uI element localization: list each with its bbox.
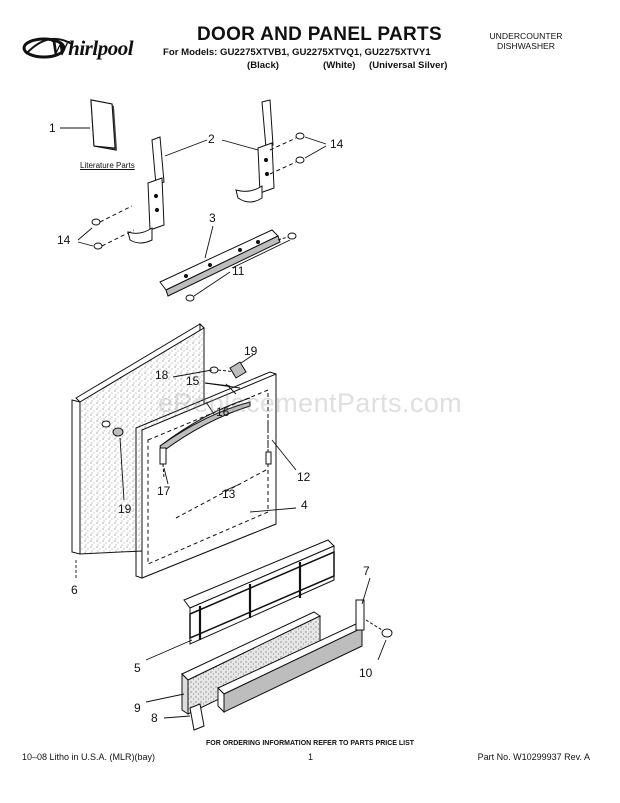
page-title: DOOR AND PANEL PARTS bbox=[197, 24, 442, 45]
toe-panel-screw bbox=[365, 619, 393, 638]
category-line-1: UNDERCOUNTER bbox=[489, 31, 563, 41]
toe-panel-clip bbox=[189, 703, 205, 731]
bezel-clip bbox=[159, 447, 167, 479]
door-handle bbox=[159, 397, 251, 453]
ordering-note: FOR ORDERING INFORMATION REFER TO PARTS … bbox=[205, 740, 415, 747]
part-number: Part No. W10299937 Rev. A bbox=[477, 752, 590, 762]
toe-panel-bracket bbox=[183, 539, 335, 645]
color-white: (White) bbox=[323, 60, 356, 71]
right-side-bracket bbox=[235, 99, 275, 203]
callout-19-left: 19 bbox=[118, 502, 132, 516]
callout-10: 10 bbox=[359, 666, 373, 680]
callout-12: 12 bbox=[297, 470, 311, 484]
callout-4: 4 bbox=[301, 498, 308, 512]
color-black: (Black) bbox=[247, 60, 279, 71]
inner-door-frame bbox=[135, 371, 277, 579]
callout-3: 3 bbox=[209, 211, 216, 225]
callout-17: 17 bbox=[157, 484, 171, 498]
hinge-rail bbox=[159, 229, 281, 297]
watermark: eReplacementParts.com bbox=[158, 388, 463, 418]
callout-5: 5 bbox=[134, 661, 141, 675]
lower-toe-panel bbox=[217, 599, 365, 714]
door-fasteners bbox=[175, 420, 272, 519]
callout-2: 2 bbox=[208, 132, 215, 146]
callout-15: 15 bbox=[186, 374, 200, 388]
litho-info: 10–08 Litho in U.S.A. (MLR)(bay) bbox=[22, 752, 156, 762]
product-category: UNDERCOUNTER DISHWASHER bbox=[466, 31, 586, 51]
callout-16: 16 bbox=[216, 405, 230, 419]
callout-13: 13 bbox=[222, 487, 236, 501]
color-silver: (Universal Silver) bbox=[369, 60, 448, 71]
callout-14-left: 14 bbox=[57, 233, 71, 247]
callout-11: 11 bbox=[232, 264, 245, 278]
callout-8: 8 bbox=[151, 711, 158, 725]
literature-booklet bbox=[90, 99, 117, 151]
callout-18: 18 bbox=[155, 368, 169, 382]
callout-9: 9 bbox=[134, 701, 141, 715]
left-side-bracket bbox=[127, 136, 165, 244]
callout-14-right: 14 bbox=[330, 137, 344, 151]
screw-set-right bbox=[269, 132, 305, 175]
rail-screws bbox=[185, 232, 297, 302]
brand-name: Whirlpool bbox=[50, 36, 134, 60]
screw-set-left bbox=[91, 205, 135, 250]
callout-7: 7 bbox=[363, 564, 370, 578]
handle-screws bbox=[101, 361, 247, 437]
callout-1: 1 bbox=[49, 121, 56, 135]
page-number: 1 bbox=[308, 752, 314, 762]
callout-6: 6 bbox=[71, 583, 78, 597]
model-list: For Models: GU2275XTVB1, GU2275XTVQ1, GU… bbox=[163, 47, 431, 58]
callout-19-top: 19 bbox=[244, 344, 258, 358]
category-line-2: DISHWASHER bbox=[497, 41, 555, 51]
literature-parts-label: Literature Parts bbox=[80, 161, 135, 170]
whirlpool-logo: Whirlpool bbox=[18, 24, 146, 74]
logo-swirl-icon bbox=[22, 37, 73, 59]
